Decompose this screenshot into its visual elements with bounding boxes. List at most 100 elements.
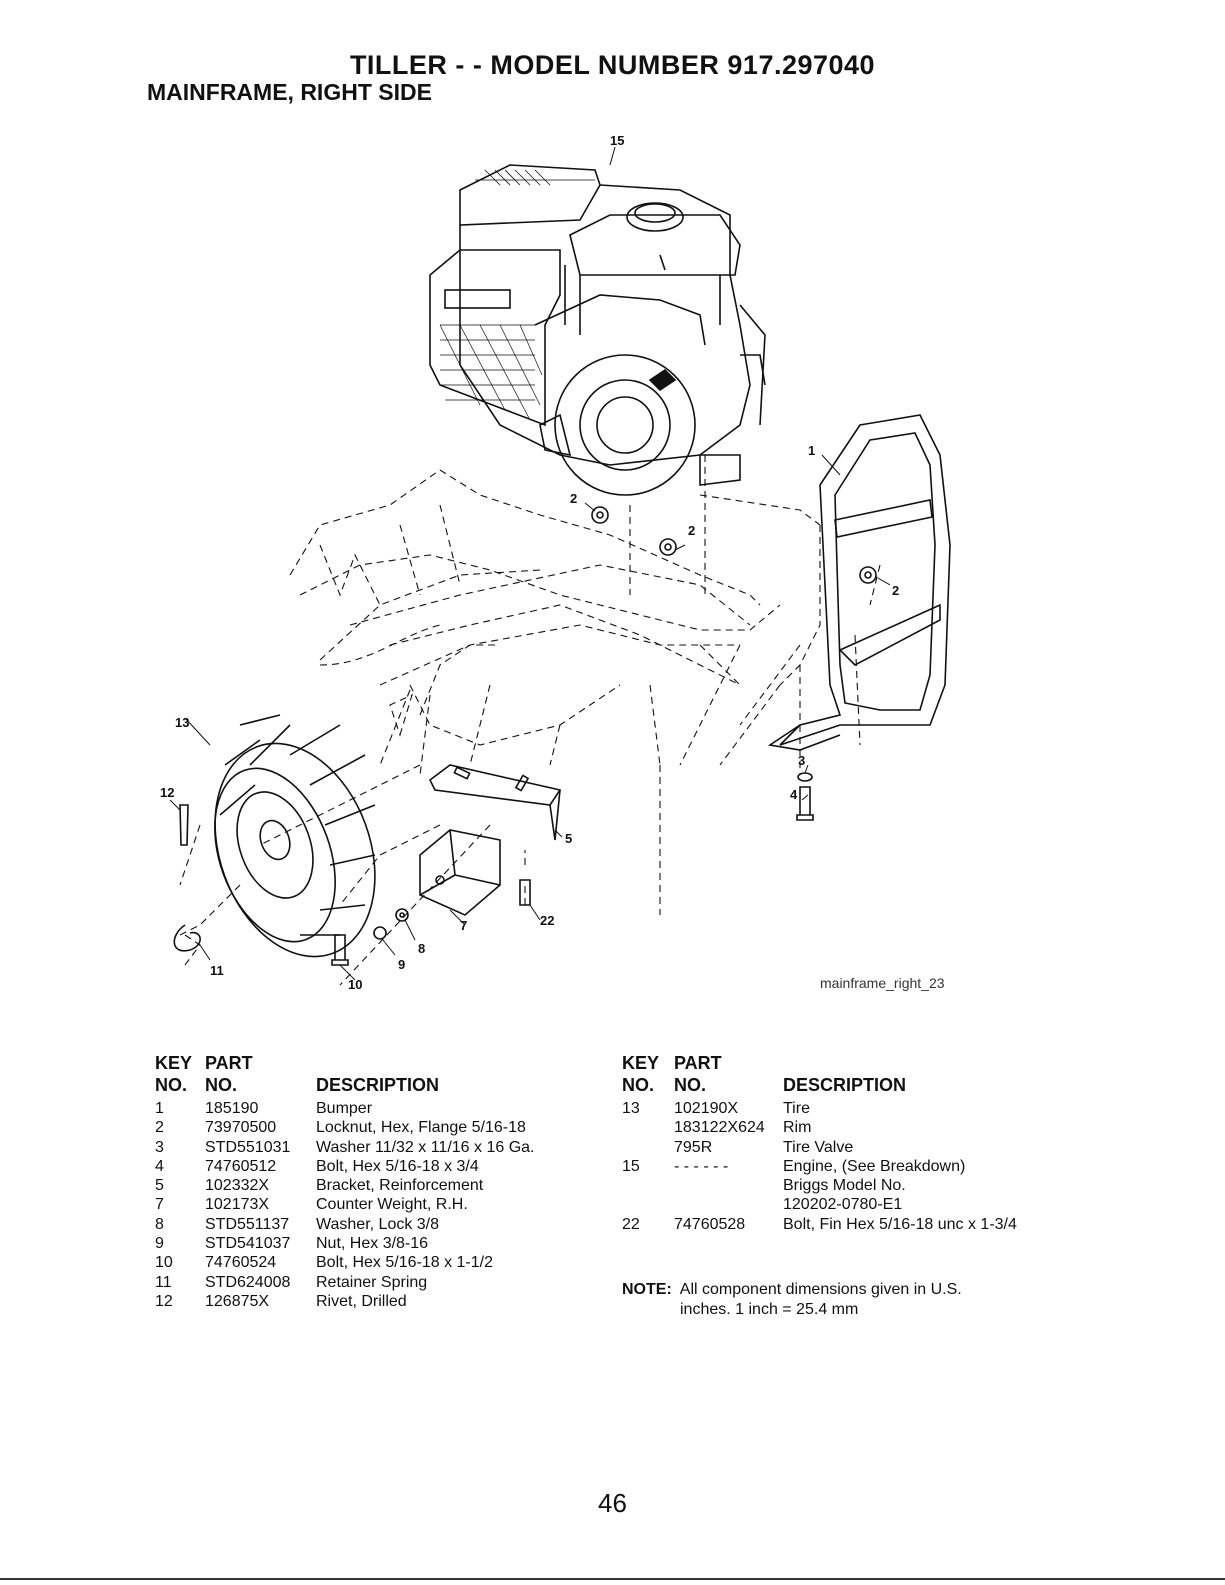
- key-no-cell: 13: [622, 1100, 640, 1117]
- bumper-illustration: [767, 414, 951, 751]
- part-no-cell: STD551031: [205, 1138, 291, 1156]
- table-row: 12 126875X Rivet, Drilled: [155, 1292, 595, 1311]
- section-subtitle: MAINFRAME, RIGHT SIDE: [147, 79, 432, 105]
- callout-8: 8: [418, 941, 425, 956]
- reinforcement-bracket: [428, 764, 562, 841]
- callout-15: 15: [610, 133, 624, 148]
- description-cell: Briggs Model No.: [783, 1177, 906, 1195]
- callout-9: 9: [398, 957, 405, 972]
- part-no-cell: 183122X624: [674, 1119, 765, 1137]
- key-header-line1: KEY: [622, 1053, 660, 1073]
- frame-phantom-lines: [179, 455, 881, 986]
- description-header: DESCRIPTION: [783, 1075, 907, 1095]
- part-no-cell: 74760512: [205, 1157, 277, 1175]
- description-cell: Locknut, Hex, Flange 5/16-18: [316, 1119, 526, 1137]
- key-header-line2: NO.: [622, 1075, 655, 1095]
- table-row: 15- - - - - -Engine, (See Breakdown): [622, 1157, 1082, 1176]
- part-no-cell: 102332X: [205, 1177, 270, 1195]
- part-no-cell: 74760528: [674, 1215, 746, 1233]
- description-cell: Bolt, Fin Hex 5/16-18 unc x 1-3/4: [783, 1215, 1017, 1233]
- part-no-cell: STD541037: [205, 1235, 291, 1253]
- table-row: 13 102190X Tire: [622, 1099, 1082, 1118]
- callout-22: 22: [540, 913, 554, 928]
- key-no-cell: 5: [155, 1177, 164, 1195]
- key-no-cell: 22: [622, 1215, 640, 1233]
- part-no-cell: 102173X: [205, 1196, 270, 1214]
- table-row: 4 74760512 Bolt, Hex 5/16-18 x 3/4: [155, 1157, 595, 1176]
- callout-13: 13: [175, 715, 189, 730]
- key-no-cell: 7: [155, 1196, 164, 1214]
- table-row: 120202-0780-E1: [622, 1195, 1082, 1214]
- part-header-line2: NO.: [205, 1075, 238, 1095]
- exploded-parts-diagram: 15 1 2 2 2 13 12 3 4 5 22 7 8 9 10 11: [160, 133, 951, 992]
- key-no-cell: 8: [155, 1215, 164, 1233]
- callout-11: 11: [210, 963, 224, 978]
- table-row: 8 STD551137 Washer, Lock 3/8: [155, 1215, 595, 1234]
- description-cell: Bolt, Hex 5/16-18 x 3/4: [316, 1157, 479, 1175]
- counter-weight: [419, 829, 501, 916]
- callout-2: 2: [892, 583, 899, 598]
- table-row: Briggs Model No.: [622, 1176, 1082, 1195]
- part-no-cell: 795R: [674, 1138, 713, 1156]
- description-cell: Bolt, Hex 5/16-18 x 1-1/2: [316, 1254, 493, 1272]
- part-no-cell: 102190X: [674, 1100, 739, 1117]
- tire-illustration: [214, 714, 376, 958]
- page-number: 46: [598, 1488, 627, 1518]
- diagram-caption: mainframe_right_23: [820, 975, 945, 991]
- description-cell: Rivet, Drilled: [316, 1292, 407, 1310]
- callout-7: 7: [460, 918, 467, 933]
- description-cell: Washer 11/32 x 11/16 x 16 Ga.: [316, 1138, 535, 1156]
- key-no-cell: 15: [622, 1157, 640, 1175]
- page-title: TILLER - - MODEL NUMBER 917.297040: [349, 50, 876, 80]
- callout-4: 4: [790, 787, 798, 802]
- note-line1: All component dimensions given in U.S.: [679, 1281, 962, 1298]
- description-header: DESCRIPTION: [316, 1075, 440, 1095]
- part-header-line2: NO.: [674, 1075, 707, 1095]
- description-cell: Counter Weight, R.H.: [316, 1196, 468, 1214]
- part-no-cell: STD551137: [205, 1215, 290, 1233]
- key-no-cell: 12: [155, 1292, 173, 1310]
- part-no-cell: 74760524: [205, 1254, 277, 1272]
- table-row: 795R Tire Valve: [622, 1138, 1082, 1157]
- key-header-line1: KEY: [155, 1053, 193, 1073]
- table-row: 9 STD541037 Nut, Hex 3/8-16: [155, 1234, 595, 1253]
- description-cell: Washer, Lock 3/8: [316, 1215, 440, 1233]
- table-row: 183122X624 Rim: [622, 1118, 1082, 1137]
- key-no-cell: 11: [155, 1273, 172, 1291]
- callout-10: 10: [348, 977, 362, 992]
- description-cell: Nut, Hex 3/8-16: [316, 1235, 429, 1253]
- part-header-line1: PART: [674, 1053, 722, 1073]
- part-header-line1: PART: [205, 1053, 253, 1073]
- note-label: NOTE:: [622, 1281, 672, 1298]
- key-no-cell: 9: [155, 1235, 164, 1253]
- callout-leaders: [169, 146, 891, 981]
- key-no-cell: 4: [155, 1157, 164, 1175]
- table-row: 3 STD551031 Washer 11/32 x 11/16 x 16 Ga.: [155, 1138, 595, 1157]
- description-cell: Bracket, Reinforcement: [316, 1177, 484, 1195]
- key-no-cell: 3: [155, 1138, 164, 1156]
- description-cell: Rim: [783, 1119, 812, 1137]
- dimensions-note: NOTE: All component dimensions given in …: [622, 1280, 962, 1320]
- part-no-cell: STD624008: [205, 1273, 291, 1291]
- description-cell: 120202-0780-E1: [783, 1196, 903, 1214]
- part-no-cell: 126875X: [205, 1292, 270, 1310]
- parts-rows: 13 102190X Tire 183122X624 Rim 795R Tire Valve…: [622, 1099, 1082, 1234]
- callout-12: 12: [160, 785, 174, 800]
- table-row: 7 102173X Counter Weight, R.H.: [155, 1195, 595, 1214]
- table-row: 5 102332X Bracket, Reinforcement: [155, 1176, 595, 1195]
- note-line2: inches. 1 inch = 25.4 mm: [680, 1301, 859, 1318]
- callout-2: 2: [688, 523, 695, 538]
- callout-1: 1: [808, 443, 815, 458]
- page-bottom-rule: [0, 1578, 1225, 1580]
- description-cell: Tire: [783, 1100, 810, 1117]
- callout-2: 2: [570, 491, 577, 506]
- description-cell: Engine, (See Breakdown): [783, 1157, 966, 1175]
- callout-3: 3: [798, 753, 805, 768]
- description-cell: Tire Valve: [783, 1138, 854, 1156]
- table-header: KEY NO. PART NO. DESCRIPTION: [155, 1053, 595, 1099]
